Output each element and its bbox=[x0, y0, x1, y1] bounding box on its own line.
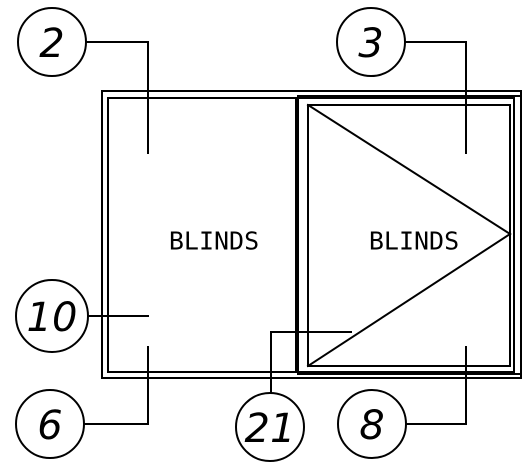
callout-bubble bbox=[15, 389, 85, 459]
sash-outer-line bbox=[297, 95, 522, 375]
leader-21 bbox=[270, 331, 352, 396]
callout-6: 6 bbox=[15, 389, 85, 459]
left-pane-outline bbox=[107, 97, 297, 373]
callout-21: 21 bbox=[235, 392, 305, 462]
callout-10: 10 bbox=[15, 279, 89, 353]
callout-bubble bbox=[336, 7, 406, 77]
callout-number: 2 bbox=[39, 21, 64, 67]
right-pane: BLINDS bbox=[297, 95, 522, 375]
swing-indicator bbox=[306, 103, 512, 368]
left-pane: BLINDS bbox=[107, 97, 297, 373]
callout-bubble bbox=[235, 392, 305, 462]
callout-number: 8 bbox=[359, 403, 384, 449]
callout-number: 10 bbox=[27, 295, 78, 341]
leader-6 bbox=[83, 346, 149, 425]
leader-2 bbox=[84, 41, 149, 154]
callout-2: 2 bbox=[17, 7, 87, 77]
callout-number: 6 bbox=[37, 403, 62, 449]
callout-number: 3 bbox=[358, 21, 383, 67]
callout-number: 21 bbox=[245, 406, 296, 452]
callout-8: 8 bbox=[337, 389, 407, 459]
callout-bubble bbox=[337, 389, 407, 459]
sash-inner-line bbox=[307, 104, 511, 367]
callout-bubble bbox=[15, 279, 89, 353]
leader-3 bbox=[405, 41, 467, 154]
leader-8 bbox=[405, 346, 467, 425]
leader-lines bbox=[83, 41, 467, 425]
callout-3: 3 bbox=[336, 7, 406, 77]
right-pane-label: BLINDS bbox=[369, 227, 459, 256]
left-pane-label: BLINDS bbox=[169, 227, 259, 256]
callout-bubble bbox=[17, 7, 87, 77]
